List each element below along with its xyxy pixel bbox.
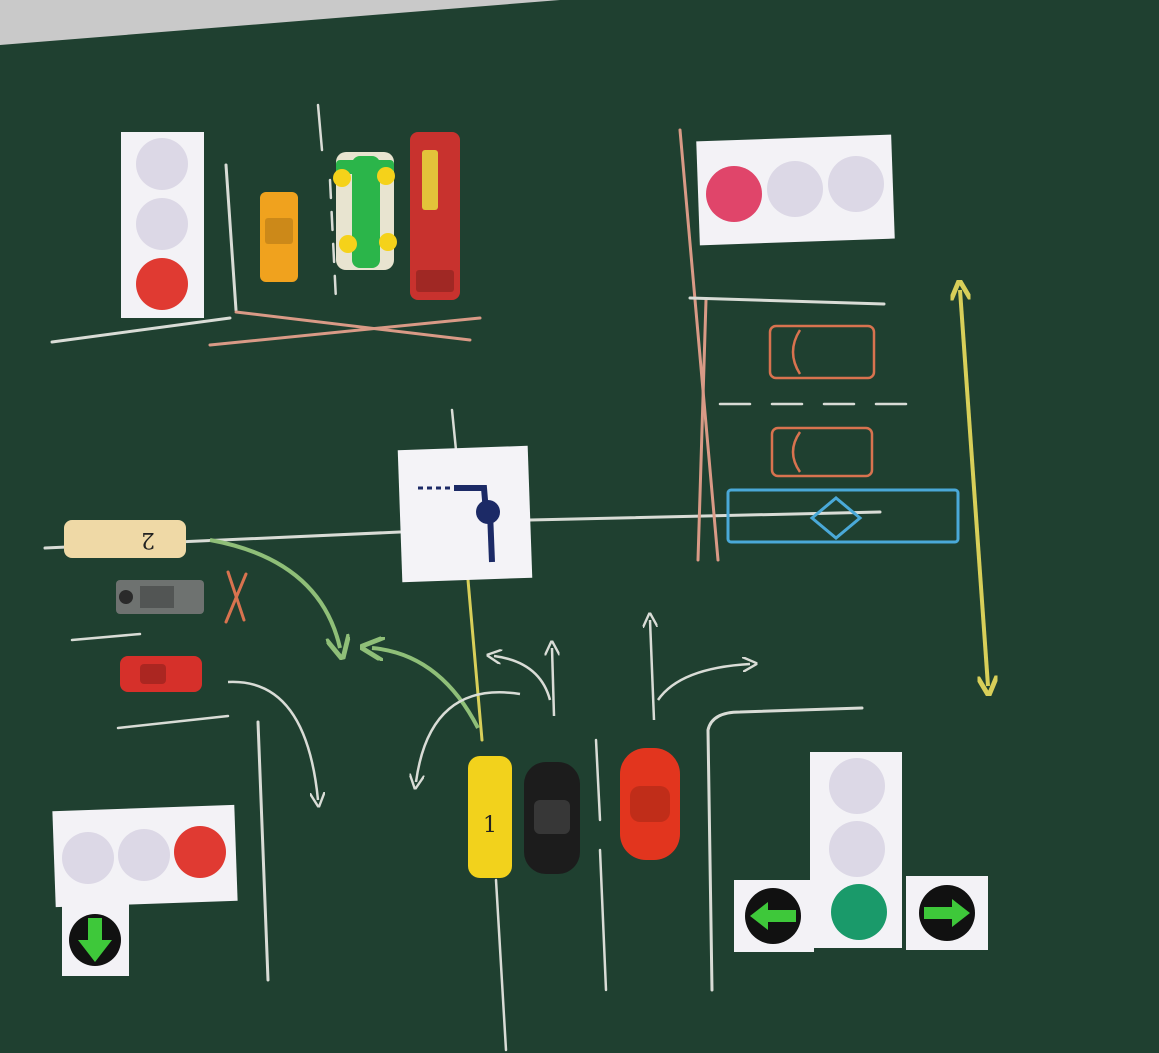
- toy-green-race-car-wheel-3: [339, 235, 357, 253]
- toy-cream-bus-body: [64, 520, 186, 558]
- chalk-line-right-edge-1: [678, 128, 720, 562]
- toy-red-beetle: [620, 748, 680, 860]
- traffic-light-top-right-lamp-red: [706, 166, 762, 222]
- traffic-light-bottom-right-lamp-1: [829, 758, 885, 814]
- toy-red-sports-car: [120, 656, 202, 692]
- chalk-green-arrow-left-turn: [209, 538, 340, 648]
- toy-red-beetle-body: [620, 748, 680, 860]
- toy-cream-bus-number: 2: [141, 527, 155, 552]
- traffic-light-top-right: [696, 134, 895, 246]
- chalk-arrow-right-2: [656, 664, 750, 701]
- toy-grey-jeep: [116, 580, 204, 614]
- toy-orange-car: [260, 192, 298, 282]
- toy-green-race-car-wheel-1: [333, 169, 351, 187]
- chalk-line-main-right: [528, 510, 882, 522]
- priority-road-junction: [476, 500, 500, 524]
- chalk-green-arrow-right-turn: [372, 648, 480, 729]
- traffic-light-bottom-left-lamp-2: [118, 829, 170, 881]
- arrow-left-icon: [750, 902, 796, 930]
- chalk-parked-cars: [768, 324, 876, 478]
- chalk-line-right-edge-2: [696, 298, 708, 562]
- traffic-light-top-right-lamp-3: [828, 156, 884, 212]
- toy-green-race-car-wheel-4: [379, 233, 397, 251]
- chalk-blue-vehicle-mark: [809, 496, 863, 540]
- toy-yellow-bus-number: 1: [483, 813, 497, 838]
- chalk-line-parking-top: [688, 296, 886, 306]
- toy-yellow-bus-body: [468, 756, 512, 878]
- toy-black-car: [524, 762, 580, 874]
- traffic-light-bottom-left-lamp-red: [174, 826, 226, 878]
- toy-yellow-bus: 1: [468, 756, 512, 878]
- toy-cream-bus: 2: [64, 520, 186, 558]
- traffic-light-bottom-right: [734, 752, 988, 952]
- traffic-light-top-left-lamp-2: [136, 198, 188, 250]
- priority-road-sign-card: [397, 445, 533, 583]
- toy-grey-jeep-spare: [119, 590, 133, 604]
- chalk-line-center-yellow: [466, 578, 484, 742]
- chalk-line-tl-crossing-2: [208, 316, 482, 347]
- toy-black-car-window: [534, 800, 570, 834]
- toy-grey-jeep-body: [116, 580, 204, 614]
- toy-red-sports-car-cabin: [140, 664, 166, 684]
- chalk-parked-car-1-window: [791, 329, 802, 375]
- toy-green-race-car-wheel-2: [377, 167, 395, 185]
- chalk-line-center-top: [450, 408, 458, 452]
- toy-green-race-car-body: [352, 156, 380, 268]
- chalk-parked-car-2-window: [791, 431, 802, 473]
- toy-black-car-body: [524, 762, 580, 874]
- chalk-arrow-uturn: [416, 691, 521, 782]
- chalk-yellow-double-arrow: [960, 290, 988, 686]
- chalk-line-left-lane-2: [116, 714, 230, 730]
- traffic-light-bottom-right-lamp-green: [831, 884, 887, 940]
- chalk-line-bottom-lane-2: [598, 848, 608, 992]
- toy-green-race-car: [333, 152, 397, 270]
- traffic-light-top-left-lamp-1: [136, 138, 188, 190]
- board-frame: [0, 0, 560, 45]
- chalk-arrow-left-down: [227, 680, 318, 800]
- chalk-line-tl-crossing: [234, 310, 472, 342]
- chalk-line-br-edge: [706, 706, 864, 992]
- traffic-light-bottom-left-lamp-1: [62, 832, 114, 884]
- toy-red-bus: [410, 132, 460, 300]
- chalk-arrow-straight-1: [552, 648, 554, 717]
- chalk-line-top-lane: [316, 103, 324, 152]
- toy-red-bus-stripe: [422, 150, 438, 210]
- toy-red-sports-car-body: [120, 656, 202, 692]
- chalk-line-top-dash: [328, 178, 338, 302]
- toy-red-bus-window: [416, 270, 454, 292]
- traffic-light-bottom-left: [52, 804, 238, 976]
- chalk-line-tl-edge: [224, 163, 238, 312]
- toy-red-beetle-roof: [630, 786, 670, 822]
- toy-orange-car-roof: [265, 218, 293, 244]
- chalk-line-center-bottom: [494, 878, 508, 1052]
- chalk-line-bl-edge: [256, 720, 270, 982]
- toy-grey-jeep-cabin: [140, 586, 174, 608]
- chalk-arrow-straight-2: [650, 620, 654, 721]
- chalk-line-bottom-lane: [594, 738, 602, 822]
- traffic-light-top-left-lamp-red: [136, 258, 188, 310]
- chalk-parked-car-1: [768, 324, 876, 380]
- traffic-light-top-right-lamp-2: [767, 161, 823, 217]
- chalk-x-mark-2: [224, 572, 248, 624]
- arrow-down-icon: [78, 918, 112, 962]
- traffic-light-bottom-right-lamp-2: [829, 821, 885, 877]
- chalk-line-left-lane: [70, 632, 142, 642]
- chalk-parked-car-2: [770, 426, 874, 478]
- priority-road-sign: [397, 445, 533, 583]
- chalk-line-tl-stop: [50, 316, 232, 344]
- chalk-arrow-left-1: [494, 656, 552, 701]
- chalk-white-arrows: [227, 620, 750, 800]
- arrow-right-icon: [924, 899, 970, 927]
- traffic-light-top-left: [121, 132, 204, 318]
- toy-orange-car-body: [260, 192, 298, 282]
